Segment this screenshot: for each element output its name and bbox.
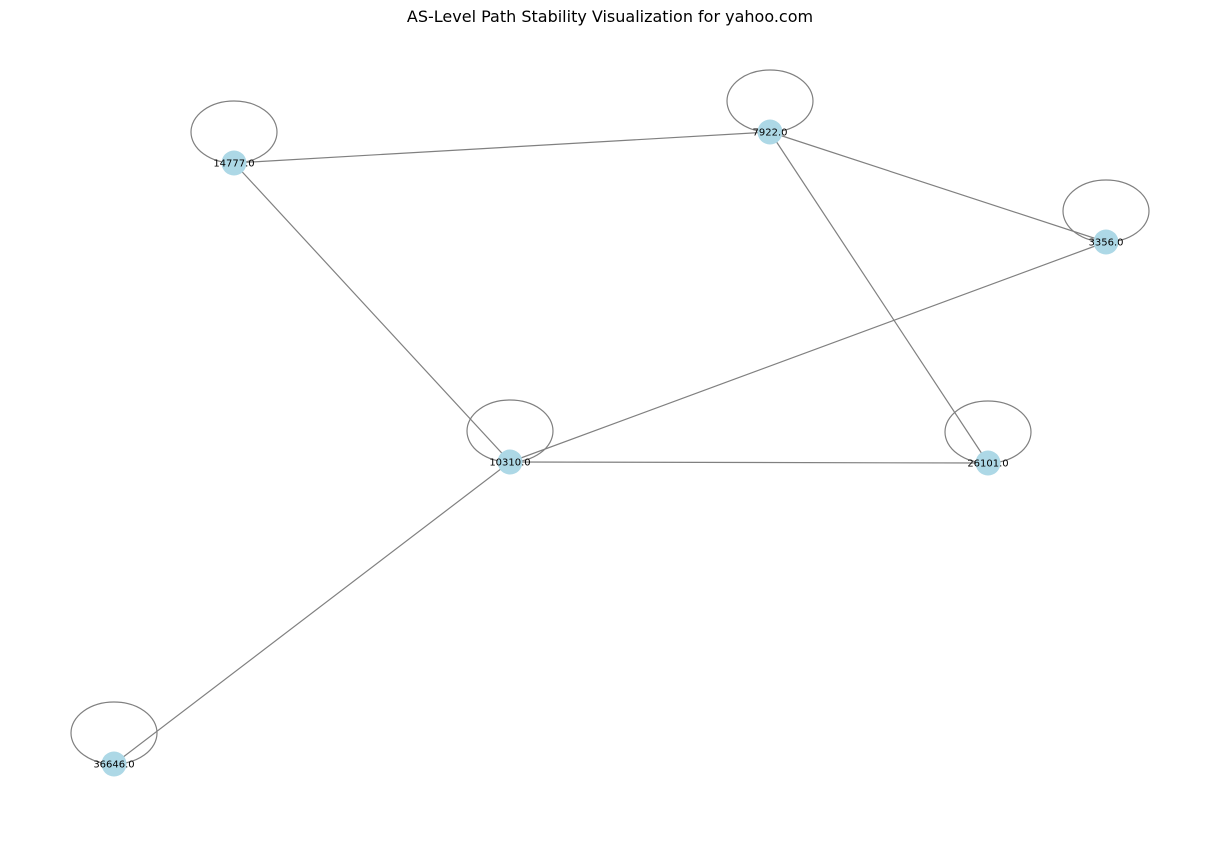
chart-title: AS-Level Path Stability Visualization fo… bbox=[406, 7, 814, 26]
edge-7922.0-26101.0 bbox=[769, 131, 989, 464]
node-14777.0 bbox=[221, 150, 247, 176]
node-label: 36646.0 bbox=[93, 760, 134, 771]
node-label: 10310.0 bbox=[489, 458, 530, 469]
node-3356.0 bbox=[1093, 229, 1119, 255]
node-label: 7922.0 bbox=[753, 128, 788, 139]
edge-14777.0-7922.0 bbox=[233, 131, 771, 164]
edge-7922.0-3356.0 bbox=[769, 131, 1107, 243]
node-26101.0 bbox=[975, 450, 1001, 476]
edge-14777.0-10310.0 bbox=[233, 162, 511, 463]
edge-10310.0-36646.0 bbox=[113, 461, 511, 765]
labels-layer: 7922.0 14777.0 3356.0 10310.0 26101.0 36646.0 bbox=[93, 128, 1123, 771]
edge-10310.0-26101.0 bbox=[509, 461, 989, 464]
node-7922.0 bbox=[757, 119, 783, 145]
node-10310.0 bbox=[497, 449, 523, 475]
nodes-layer bbox=[101, 119, 1119, 777]
node-label: 26101.0 bbox=[967, 459, 1008, 470]
node-label: 14777.0 bbox=[213, 159, 254, 170]
edge-3356.0-10310.0 bbox=[509, 241, 1107, 463]
node-36646.0 bbox=[101, 751, 127, 777]
node-label: 3356.0 bbox=[1089, 238, 1124, 249]
